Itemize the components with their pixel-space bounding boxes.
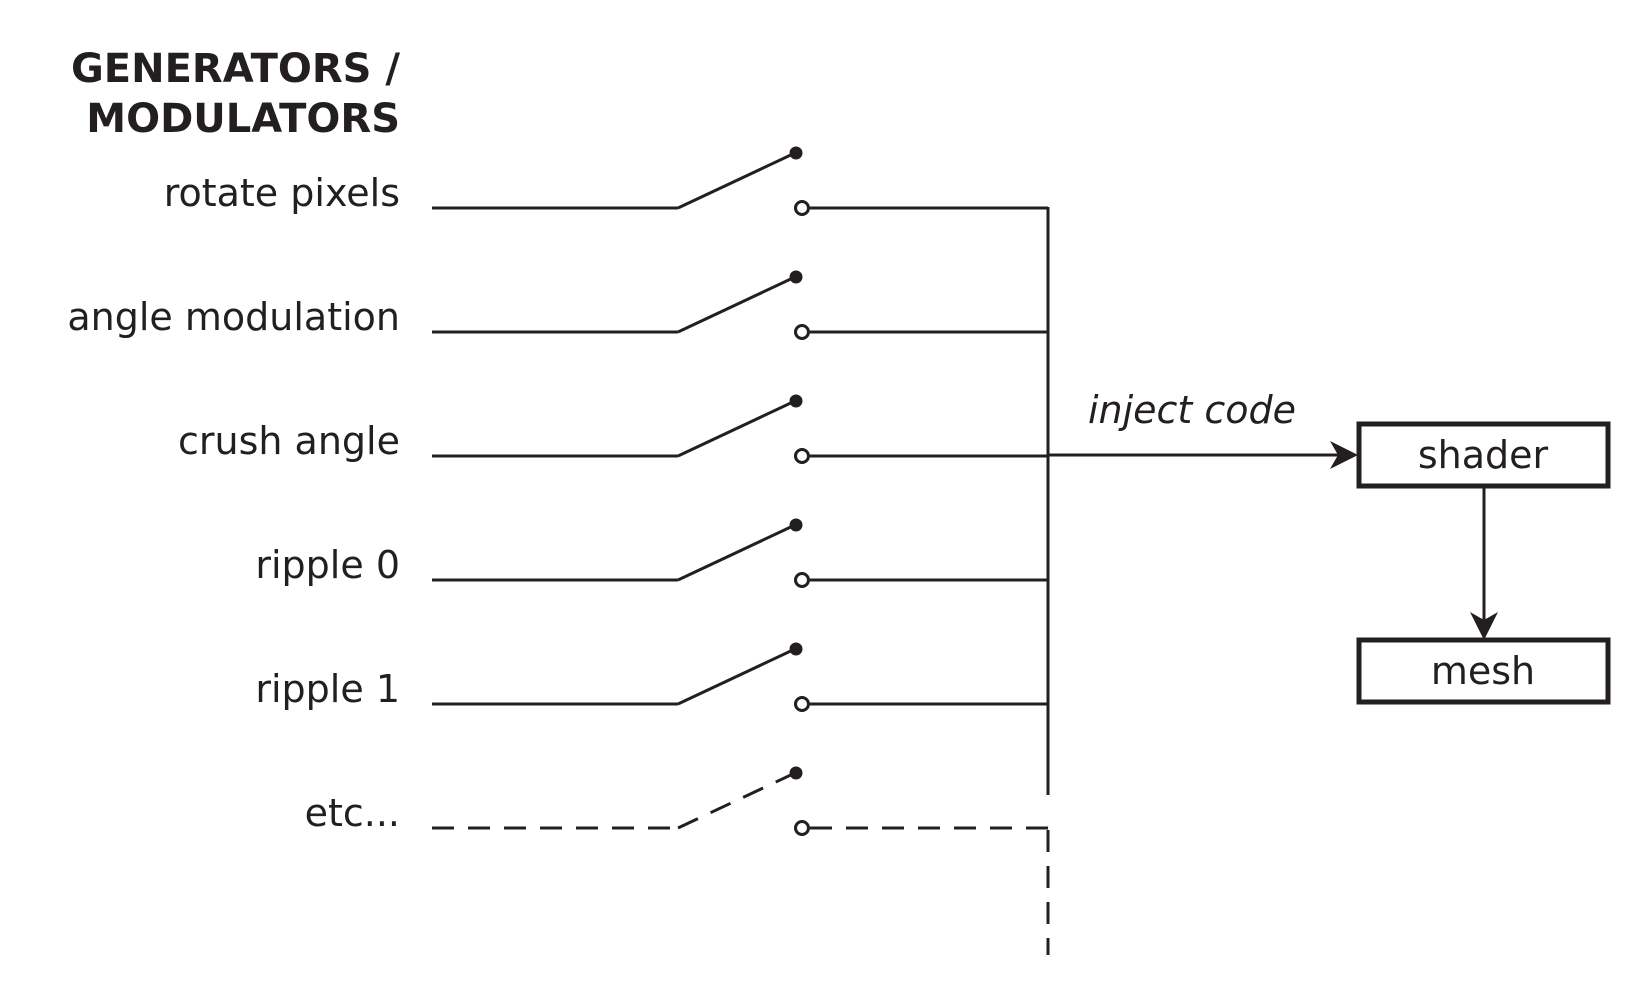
input-row: crush angle — [178, 394, 1048, 464]
switch-pivot-dot — [789, 642, 803, 656]
input-rows: rotate pixels angle modulation crush angle… — [67, 146, 1048, 836]
input-label: ripple 0 — [255, 543, 400, 587]
input-label: angle modulation — [67, 295, 400, 339]
switch-lever — [677, 523, 796, 582]
switch-pivot-dot — [789, 766, 803, 780]
input-label: crush angle — [178, 419, 400, 463]
switch-lever — [677, 647, 796, 706]
input-row: angle modulation — [67, 270, 1048, 340]
shader-to-mesh-arrow-head — [1470, 612, 1498, 640]
heading-line-2: MODULATORS — [86, 96, 400, 142]
input-row: rotate pixels — [164, 146, 1048, 216]
switch-lever — [677, 771, 796, 830]
edge-label-inject-code: inject code — [1088, 388, 1296, 432]
switch-lever — [677, 399, 796, 458]
switch-contact-dot — [794, 820, 810, 836]
switch-contact-dot — [794, 200, 810, 216]
mesh-node — [1356, 637, 1611, 705]
switch-contact-dot — [794, 448, 810, 464]
switch-lever — [677, 275, 796, 334]
switch-contact-dot — [794, 324, 810, 340]
input-row: ripple 1 — [255, 642, 1048, 712]
switch-pivot-dot — [789, 394, 803, 408]
input-label: etc... — [305, 791, 400, 835]
switch-lever — [677, 151, 796, 210]
switch-pivot-dot — [789, 270, 803, 284]
input-label: ripple 1 — [255, 667, 400, 711]
mesh-node-label: mesh — [1431, 649, 1535, 693]
switch-contact-dot — [794, 696, 810, 712]
heading-line-1: GENERATORS / — [71, 46, 400, 92]
switch-pivot-dot — [789, 146, 803, 160]
shader-node-label: shader — [1418, 433, 1549, 477]
input-row: ripple 0 — [255, 518, 1048, 588]
inject-arrow-head — [1330, 441, 1358, 469]
switch-contact-dot — [794, 572, 810, 588]
input-label: rotate pixels — [164, 171, 400, 215]
switch-pivot-dot — [789, 518, 803, 532]
shader-node — [1356, 421, 1611, 489]
input-row: etc... — [305, 766, 1048, 836]
